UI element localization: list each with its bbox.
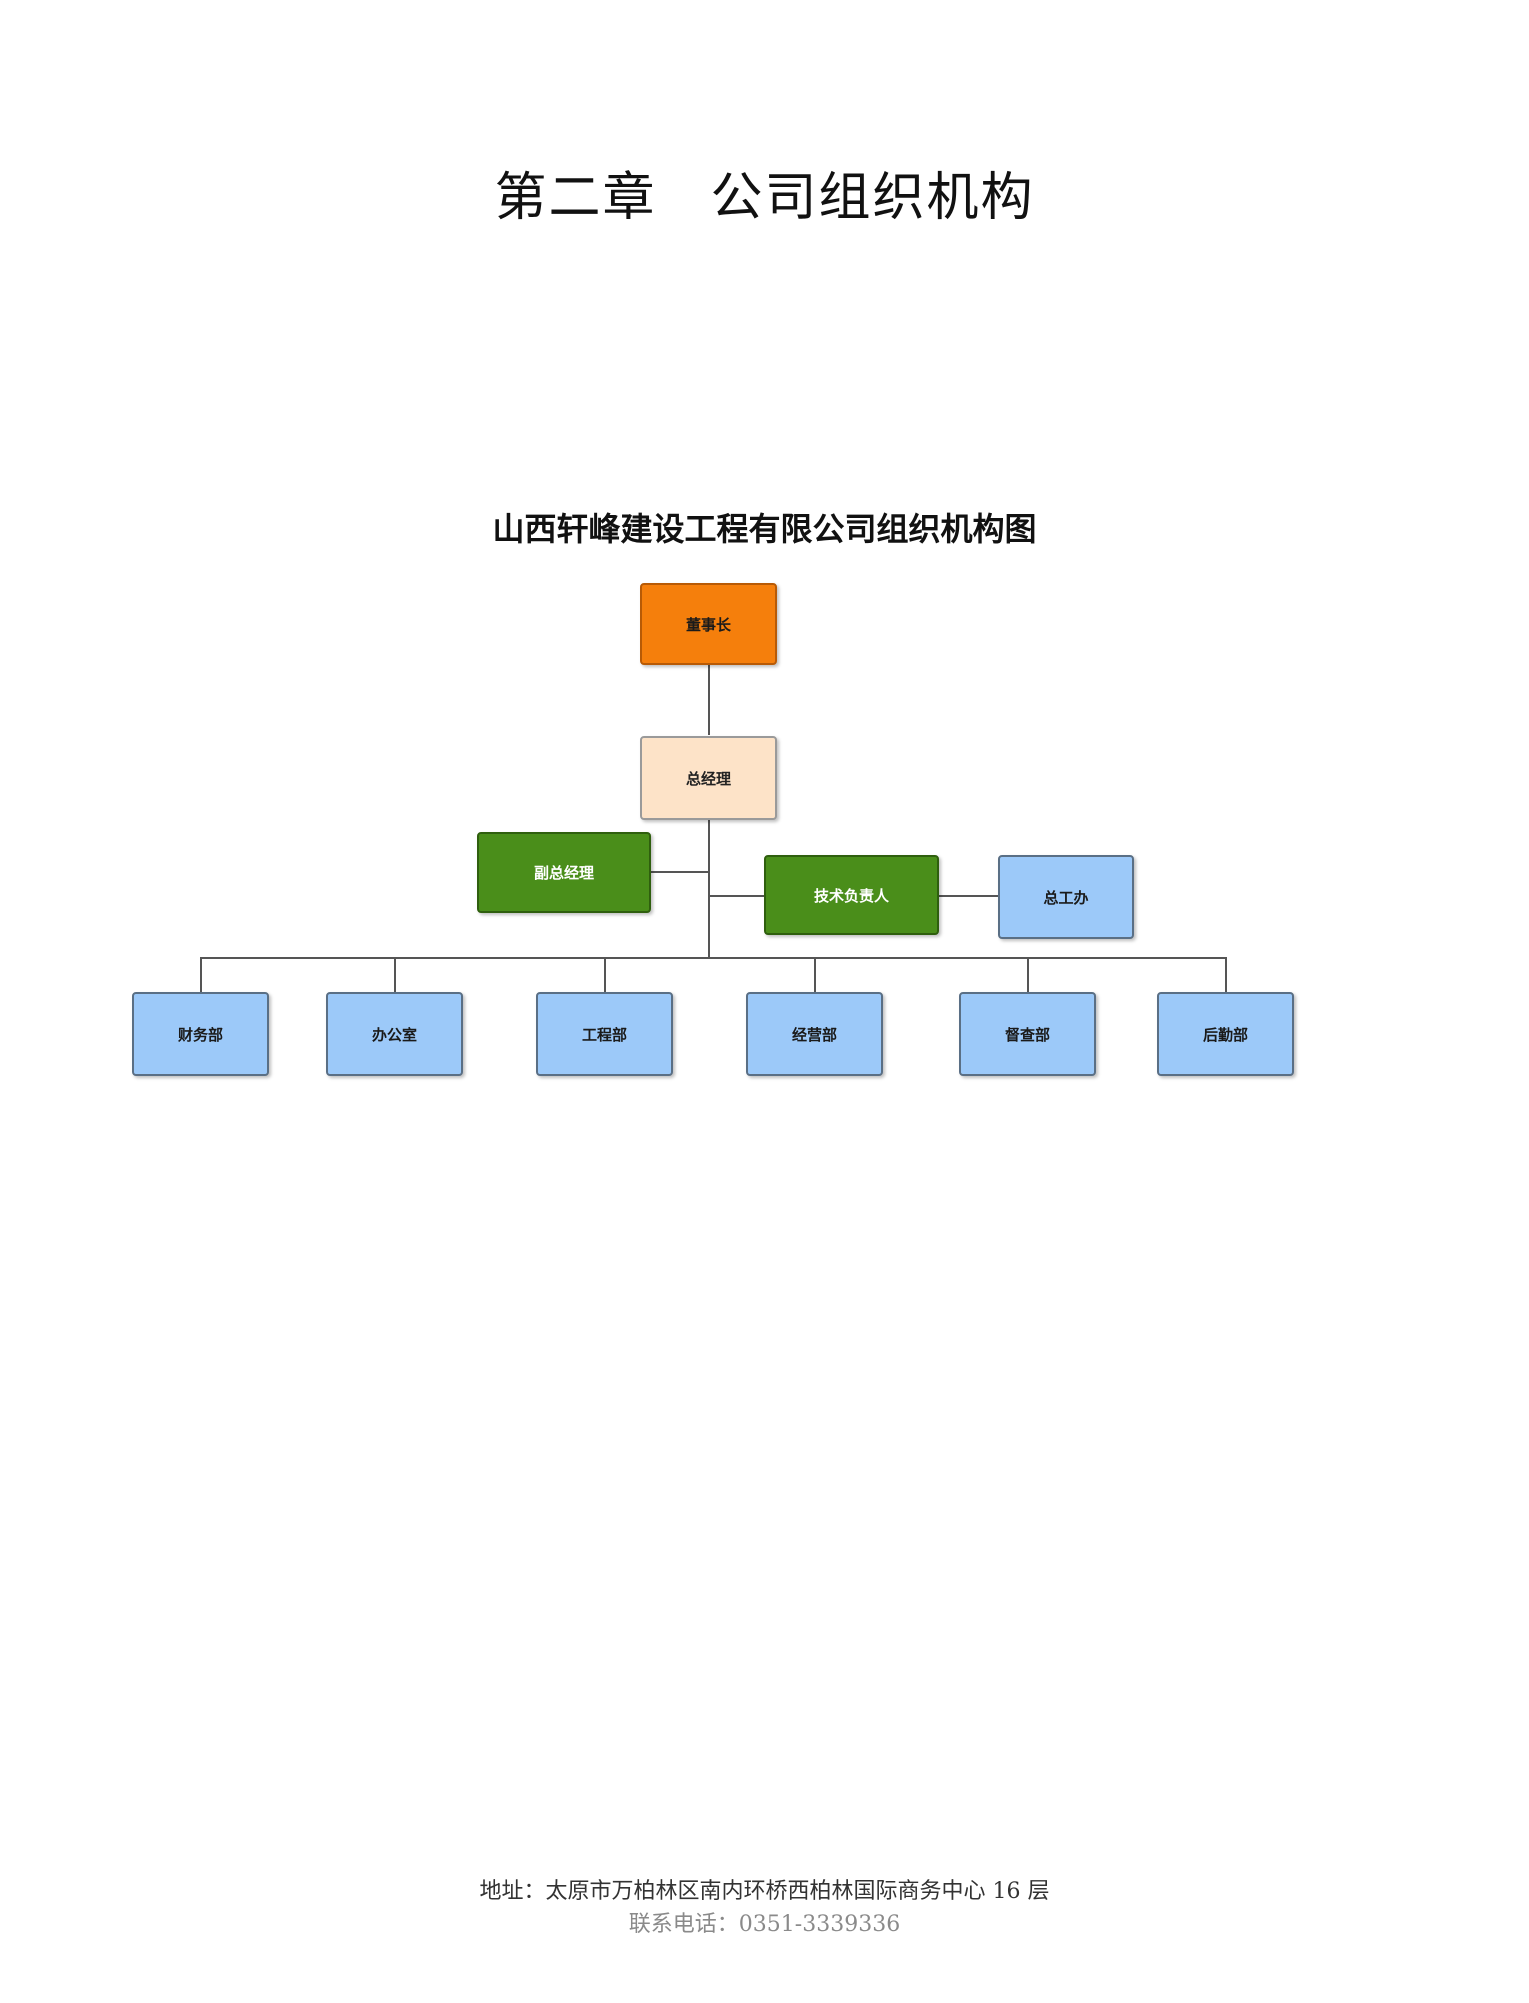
connector-technical-office: [938, 895, 1000, 897]
org-box-general-manager: 总经理: [640, 736, 777, 820]
org-box-deputy-general-manager: 副总经理: [477, 832, 651, 913]
org-box-department: 财务部: [132, 992, 269, 1076]
connector-dept-4: [814, 957, 816, 993]
org-box-department: 督查部: [959, 992, 1096, 1076]
org-box-chief-engineer-office: 总工办: [998, 855, 1134, 939]
connector-trunk: [708, 818, 710, 959]
org-box-department: 后勤部: [1157, 992, 1294, 1076]
org-box-chairman: 董事长: [640, 583, 777, 665]
org-box-department: 经营部: [746, 992, 883, 1076]
org-box-technical-director: 技术负责人: [764, 855, 939, 935]
connector-chairman-gm: [708, 663, 710, 735]
connector-dept-5: [1027, 957, 1029, 993]
connector-dept-2: [394, 957, 396, 993]
footer-phone: 联系电话：0351-3339336: [628, 1912, 901, 1937]
connector-dept-1: [200, 957, 202, 993]
chapter-title: 第二章 公司组织机构: [494, 168, 1035, 228]
footer-address: 地址：太原市万柏林区南内环桥西柏林国际商务中心 16 层: [479, 1879, 1050, 1904]
connector-dept-3: [604, 957, 606, 993]
connector-technical: [708, 895, 766, 897]
org-chart-title: 山西轩峰建设工程有限公司组织机构图: [492, 510, 1037, 548]
connector-deputy: [649, 871, 710, 873]
org-box-department: 办公室: [326, 992, 463, 1076]
org-box-department: 工程部: [536, 992, 673, 1076]
connector-dept-6: [1225, 957, 1227, 993]
connector-departments-bus: [200, 957, 1227, 959]
